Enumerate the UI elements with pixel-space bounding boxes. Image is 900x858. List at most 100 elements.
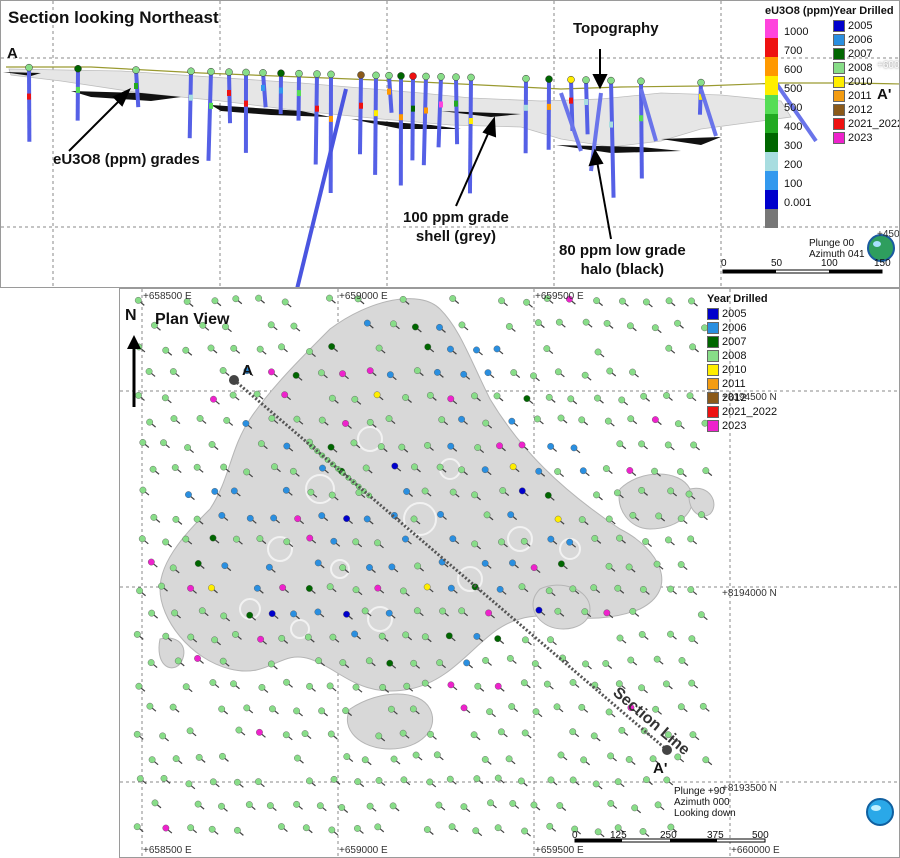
- plan-collar-marker: [606, 367, 614, 375]
- plan-collar-marker: [253, 390, 261, 398]
- section-collar-marker: [582, 76, 590, 84]
- plan-collar-marker: [486, 708, 493, 716]
- elev-tick-450: +450: [877, 229, 900, 240]
- section-collar-marker: [385, 71, 393, 80]
- plan-collar-marker: [339, 659, 347, 667]
- section-grade-interval: [411, 105, 415, 112]
- section-collar-marker: [567, 75, 575, 84]
- plan-collar-marker: [667, 585, 675, 593]
- plan-collar-marker: [210, 395, 217, 403]
- plan-collar-marker: [557, 751, 565, 759]
- plan-collar-marker: [136, 775, 144, 783]
- section-grade-interval: [209, 102, 213, 109]
- section-grade-interval: [329, 115, 333, 122]
- plan-collar-marker: [195, 753, 203, 761]
- grade-legend-item: 400: [765, 114, 833, 133]
- plan-collar-marker: [193, 515, 201, 523]
- plan-collar-marker: [162, 538, 170, 546]
- plan-year-legend-swatch: [707, 308, 719, 320]
- plan-collar-marker: [543, 345, 551, 352]
- section-year-legend-label: 2011: [848, 90, 872, 102]
- plan-collar-marker: [603, 609, 611, 617]
- plan-collar-marker: [222, 323, 229, 331]
- plan-collar-marker: [614, 584, 622, 592]
- plan-collar-marker: [702, 756, 710, 764]
- plan-collar-marker: [629, 511, 637, 519]
- grade-legend-label: 600: [784, 64, 803, 76]
- plan-collar-marker: [318, 369, 325, 377]
- plan-collar-marker: [182, 535, 190, 543]
- plan-collar-marker: [182, 683, 190, 691]
- plan-collar-marker: [230, 487, 238, 495]
- plan-collar-marker: [342, 420, 349, 427]
- plan-collar-marker: [374, 539, 381, 547]
- plan-collar-marker: [147, 659, 155, 666]
- plan-collar-marker: [546, 822, 554, 830]
- section-year-legend-title: Year Drilled: [833, 5, 894, 17]
- plan-collar-marker: [375, 344, 383, 352]
- northing-tick-8194500: +8194500 N: [722, 392, 777, 403]
- section-grade-interval: [261, 84, 265, 91]
- plan-collar-marker: [421, 487, 429, 495]
- section-year-legend-label: 2012: [848, 104, 873, 116]
- plan-collar-marker: [343, 610, 350, 618]
- section-collar-marker: [545, 75, 553, 83]
- plan-collar-marker: [569, 728, 577, 736]
- plan-scale-0: 0: [572, 830, 578, 841]
- plan-collar-marker: [616, 440, 624, 448]
- plan-collar-marker: [219, 657, 227, 665]
- section-grade-interval: [609, 121, 613, 128]
- grade-legend-label: 100: [784, 178, 803, 190]
- plan-collar-marker: [629, 368, 636, 376]
- plan-collar-marker: [496, 442, 503, 450]
- section-drillhole: [454, 77, 460, 145]
- plan-collar-marker: [618, 726, 626, 734]
- plan-collar-marker: [233, 778, 241, 786]
- plan-collar-marker: [665, 297, 673, 305]
- plan-collar-marker: [640, 392, 648, 400]
- plan-collar-marker: [169, 368, 177, 375]
- section-year-legend-label: 2010: [848, 76, 873, 88]
- plan-collar-marker: [314, 608, 322, 616]
- plan-collar-marker: [557, 560, 565, 568]
- plan-collar-marker: [471, 491, 478, 499]
- plan-collar-marker: [493, 345, 501, 353]
- plan-collar-marker: [294, 515, 302, 523]
- plan-collar-marker: [255, 294, 262, 302]
- plan-collar-marker: [352, 538, 360, 546]
- plan-collar-marker: [481, 559, 489, 567]
- section-scale-0: 0: [721, 258, 727, 269]
- plan-collar-marker: [170, 415, 178, 422]
- section-drillhole: [187, 71, 193, 139]
- plan-collar-marker: [278, 634, 286, 642]
- section-scale-bar: [722, 269, 883, 274]
- section-collar-marker: [259, 69, 267, 77]
- plan-collar-marker: [187, 633, 195, 641]
- plan-collar-marker: [569, 679, 577, 686]
- plan-collar-marker: [158, 582, 165, 590]
- plan-collar-marker: [410, 659, 418, 667]
- plan-year-legend-item: 2005: [707, 307, 777, 321]
- plan-collar-marker: [235, 726, 243, 734]
- section-year-legend-item: 2023: [833, 131, 899, 145]
- plan-collar-marker: [400, 776, 408, 784]
- plan-collar-marker: [339, 370, 346, 378]
- plan-collar-marker: [421, 633, 429, 641]
- plan-collar-marker: [654, 801, 662, 809]
- plan-year-legend-item: 2008: [707, 349, 777, 363]
- plan-collar-marker: [221, 562, 229, 570]
- section-collar-marker: [452, 73, 460, 81]
- section-year-legend-swatch: [833, 20, 845, 32]
- plan-collar-marker: [508, 703, 516, 710]
- section-year-legend-swatch: [833, 118, 845, 130]
- plan-collar-marker: [169, 703, 177, 711]
- grade-legend-label: 200: [784, 159, 803, 171]
- plan-collar-marker: [343, 753, 351, 760]
- plan-collar-marker: [687, 535, 695, 543]
- plan-collar-marker: [243, 468, 251, 476]
- section-scale-50: 50: [771, 258, 783, 269]
- easting-tick-658500-top: +658500 E: [143, 291, 192, 302]
- plan-collar-marker: [530, 564, 538, 571]
- section-title: Section looking Northeast: [8, 8, 219, 27]
- plan-collar-marker: [439, 607, 446, 615]
